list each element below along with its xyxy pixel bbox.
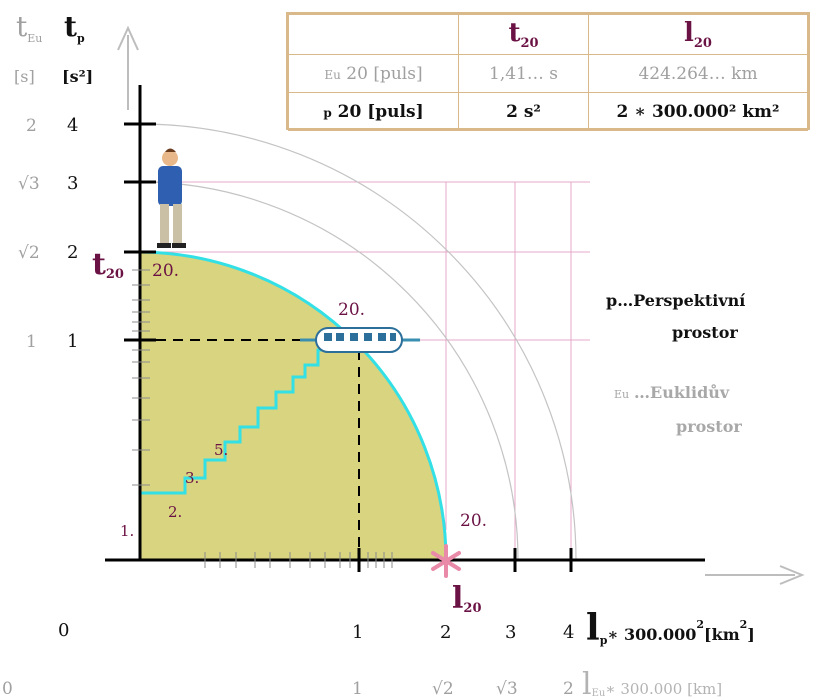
y-p-tick-3: 3	[67, 173, 78, 194]
step-label-2: 2.	[168, 503, 182, 521]
arcs	[139, 123, 577, 561]
y-minor-ticks	[132, 269, 150, 486]
person-icon	[157, 148, 186, 248]
step-label-5: 5.	[214, 441, 228, 459]
x-ticks	[357, 548, 573, 572]
y-p-tick-1: 1	[67, 331, 78, 352]
x-p-axis-label: lp∗ 300.0002[km2]	[586, 607, 755, 649]
row-p-label: p 20 [puls]	[288, 92, 459, 131]
row-eu-label: Eu 20 [puls]	[288, 54, 459, 93]
unit-p: [s²]	[62, 67, 93, 86]
x-eu-tick-sqrt2: √2	[432, 679, 454, 698]
label-20-mid: 20.	[338, 300, 365, 320]
asterisk-icon	[431, 544, 461, 578]
x-minor-ticks	[204, 552, 393, 568]
y-eu-tick-1: 1	[26, 332, 37, 352]
legend-p-line1: p…Perspektivní	[606, 291, 745, 310]
x-p-tick-2: 2	[440, 622, 451, 643]
region-fill	[140, 252, 446, 560]
step-label-3: 3.	[185, 469, 199, 487]
unit-eu: [s]	[14, 67, 35, 86]
legend-eu-line1: …Euklidův	[634, 382, 730, 402]
x-p-tick-0: 0	[58, 620, 69, 641]
train-icon	[300, 327, 420, 353]
label-20-right: 20.	[460, 511, 487, 531]
label-20-top: 20.	[152, 261, 179, 281]
legend-eu-line2: prostor	[676, 417, 742, 436]
grid	[140, 181, 590, 560]
x-p-tick-1: 1	[352, 622, 363, 643]
step-label-1: 1.	[120, 522, 134, 540]
header-l20: l20	[588, 14, 808, 55]
y-p-tick-4: 4	[67, 115, 78, 136]
legend-eu-tag: Eu	[614, 388, 629, 401]
x-eu-tick-2: 2	[563, 679, 574, 698]
row-eu-l: 424.264… km	[588, 54, 808, 93]
x-eu-tick-0: 0	[2, 679, 13, 698]
t-p-label: tp	[64, 10, 85, 45]
x-p-tick-3: 3	[505, 622, 516, 643]
t-eu-label: tEu	[16, 10, 42, 45]
l20-label: l20	[452, 581, 482, 616]
row-p-t: 2 s²	[458, 92, 589, 131]
y-ticks	[124, 122, 156, 342]
staircase	[138, 340, 332, 560]
t20-label: t20	[92, 247, 124, 282]
values-table: t20 l20 Eu 20 [puls] 1,41… s 424.264… km…	[286, 12, 810, 131]
legend-p-line2: prostor	[672, 323, 738, 342]
x-eu-tick-sqrt3: √3	[496, 679, 518, 698]
x-p-tick-4: 4	[563, 622, 574, 643]
y-eu-tick-sqrt3: √3	[18, 174, 40, 194]
y-eu-tick-sqrt2: √2	[18, 243, 40, 263]
header-t20: t20	[458, 14, 589, 55]
y-eu-tick-2: 2	[26, 116, 37, 136]
row-eu-t: 1,41… s	[458, 54, 589, 93]
x-eu-axis-label: lEu∗ 300.000 [km]	[582, 667, 722, 698]
guide-lines	[156, 339, 360, 548]
y-p-tick-2: 2	[67, 242, 78, 263]
x-eu-tick-1: 1	[352, 679, 363, 698]
axis-arrows	[117, 25, 805, 585]
row-p-l: 2 ∗ 300.000² km²	[588, 92, 808, 131]
table-corner	[288, 14, 459, 55]
